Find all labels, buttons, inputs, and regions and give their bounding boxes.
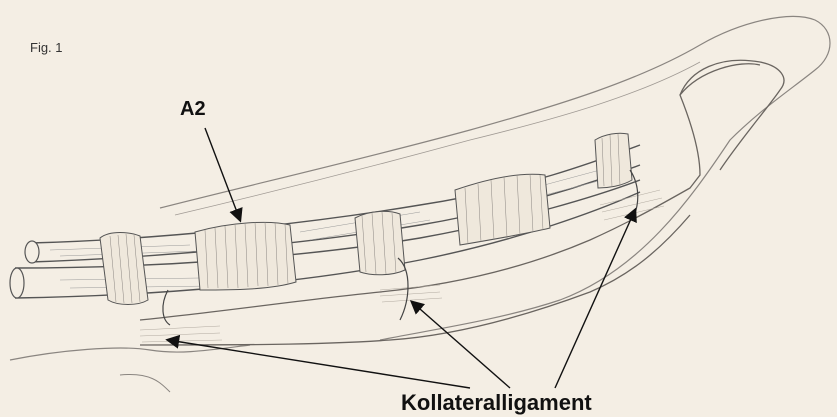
arrow-a2 [205,128,240,220]
pulley-a5 [595,133,632,188]
pulley-a4 [455,174,550,245]
joint-mcp [163,290,170,325]
arrow-ligament-1 [168,340,470,388]
arrow-ligament-3 [555,210,635,388]
fingertip [680,60,784,170]
label-a2-pulley: A2 [180,98,206,121]
palm-outline-2 [120,374,170,392]
pulley-a1 [100,233,148,305]
tendon-end-lower [10,268,24,298]
figure-label: Fig. 1 [30,40,63,55]
label-collateral-ligament: Kollateralligament [401,390,592,416]
arrow-ligament-2 [412,302,510,388]
tendon-end-upper [25,241,39,263]
